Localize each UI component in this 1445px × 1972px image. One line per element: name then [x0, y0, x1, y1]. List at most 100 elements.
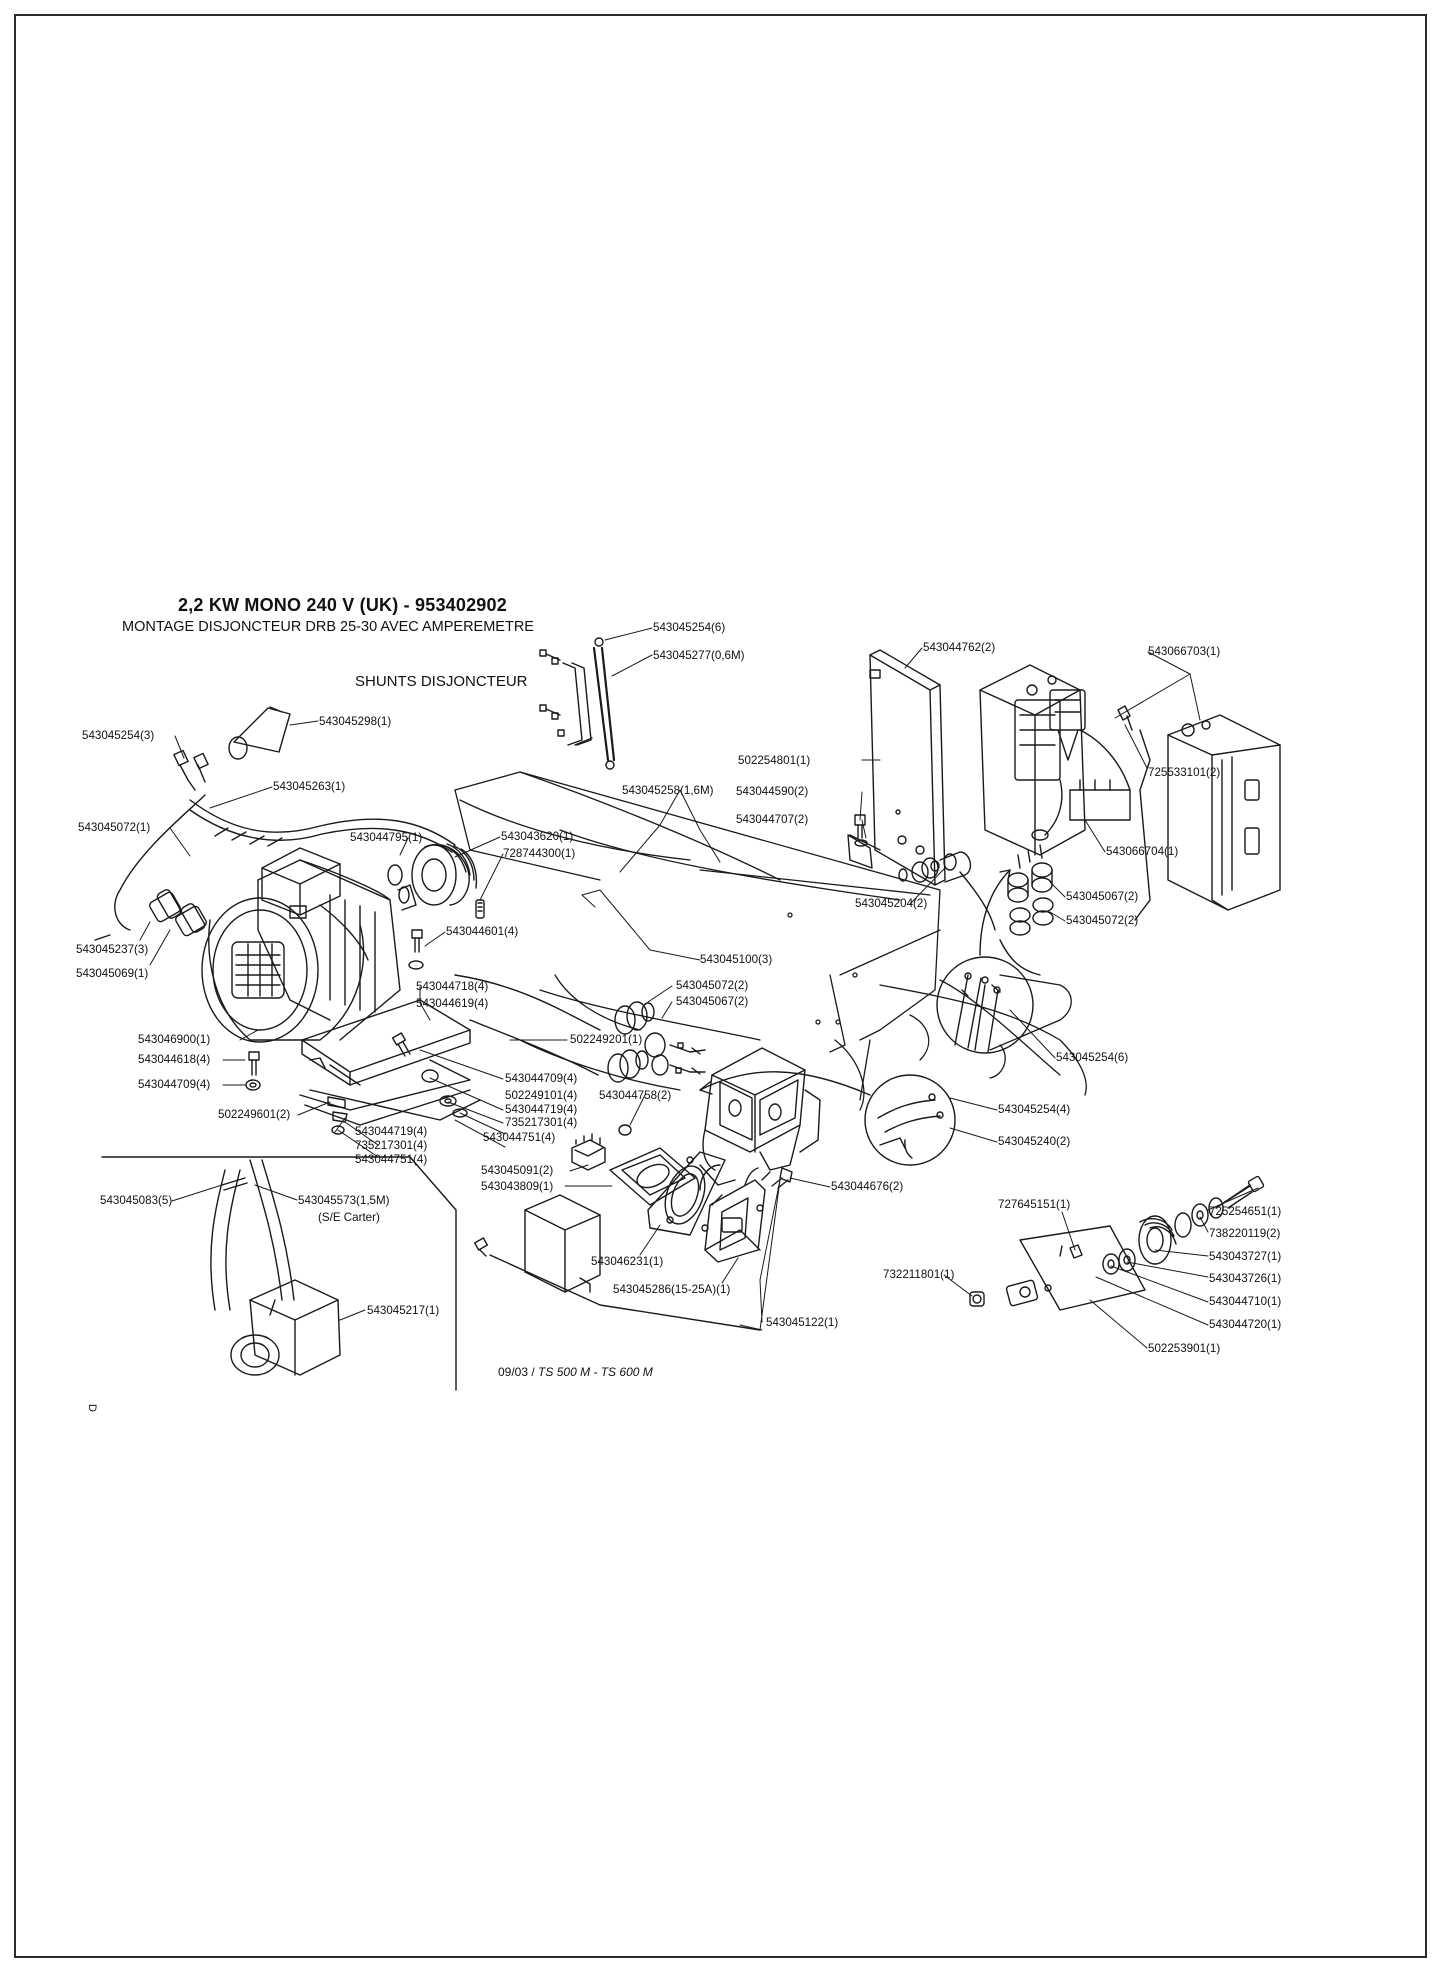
part-label: 543044676(2) [831, 1180, 904, 1193]
part-label: 543045100(3) [700, 953, 773, 966]
part-label: 543045573(1,5M) [298, 1194, 390, 1207]
part-label: 727645151(1) [998, 1198, 1071, 1211]
shunts-section-label: SHUNTS DISJONCTEUR [355, 673, 528, 690]
part-label: 543044710(1) [1209, 1295, 1282, 1308]
footer-note: 09/03 / TS 500 M - TS 600 M [498, 1365, 653, 1379]
bracket-grommets [898, 851, 996, 931]
left-cable-glands [149, 889, 207, 937]
part-label: 543045122(1) [766, 1316, 839, 1329]
part-label: 543043809(1) [481, 1180, 554, 1193]
part-label: 543044720(1) [1209, 1318, 1282, 1331]
part-label: 543044751(4) [355, 1153, 428, 1166]
circuit-breaker-base [979, 664, 1131, 856]
part-label: 543045263(1) [273, 780, 346, 793]
part-label: 725533101(2) [1148, 766, 1221, 779]
breaker-screws [869, 669, 1133, 731]
part-label: 543066704(1) [1106, 845, 1179, 858]
part-label: 543045277(0,6M) [653, 649, 745, 662]
part-label: 543043620(1) [501, 830, 574, 843]
page-title: 2,2 KW MONO 240 V (UK) - 953402902 [178, 595, 507, 615]
wire-detail-circle-upper [936, 869, 1034, 1054]
part-label: 543045067(2) [676, 995, 749, 1008]
gasket [609, 1147, 696, 1206]
wire-detail-circle-lower [699, 1071, 956, 1166]
junction-box [699, 1047, 821, 1186]
part-label: 543044719(4) [505, 1103, 578, 1116]
part-label: 543044718(4) [416, 980, 489, 993]
part-label: 732211801(1) [883, 1268, 955, 1281]
shunts-disjoncteur [539, 637, 616, 770]
part-label: 543045237(3) [76, 943, 149, 956]
part-label: 543044758(2) [599, 1089, 672, 1102]
part-label: 543045217(1) [367, 1304, 440, 1317]
part-label: 543045258(1,6M) [622, 784, 714, 797]
part-label: 543044795(1) [350, 831, 423, 844]
part-label: 543043726(1) [1209, 1272, 1282, 1285]
part-label: 502249101(4) [505, 1089, 578, 1102]
part-label: 502254801(1) [738, 754, 811, 767]
mounting-plate [647, 1151, 726, 1236]
leader-lines [139, 627, 1259, 1349]
part-label: 543045254(6) [653, 621, 726, 634]
side-letter: D [85, 1404, 98, 1412]
center-cable-glands [454, 974, 706, 1136]
part-label: 543046900(1) [138, 1033, 211, 1046]
part-label: 502249601(2) [218, 1108, 291, 1121]
part-label: 543046231(1) [591, 1255, 664, 1268]
part-label: 735217301(4) [355, 1139, 428, 1152]
motor [201, 847, 417, 1043]
part-label: 543045254(4) [998, 1103, 1071, 1116]
part-label: 543044590(2) [736, 785, 809, 798]
part-label: 543045072(2) [676, 979, 749, 992]
part-label: 543045298(1) [319, 715, 392, 728]
part-label: 502253901(1) [1148, 1342, 1221, 1355]
part-label: 543045069(1) [76, 967, 149, 980]
part-label: 543044762(2) [923, 641, 996, 654]
control-bracket-plate [847, 649, 946, 886]
part-label: 543045072(1) [78, 821, 151, 834]
terminal-block [571, 1133, 606, 1171]
part-label: 543045091(2) [481, 1164, 554, 1177]
chassis-frame [454, 771, 1087, 1111]
part-label: 543045286(15-25A)(1) [613, 1283, 731, 1296]
part-label: 738220119(2) [1209, 1227, 1281, 1240]
part-label: (S/E Carter) [318, 1211, 380, 1224]
motor-base-plate [299, 999, 481, 1126]
part-label: 543044751(4) [483, 1131, 556, 1144]
part-label: 543044601(4) [446, 925, 519, 938]
part-label: 543045254(6) [1056, 1051, 1129, 1064]
part-label: 735217301(4) [505, 1116, 578, 1129]
circuit-breaker-unit [699, 1164, 771, 1263]
part-label: 725254651(1) [1209, 1205, 1282, 1218]
right-cable-glands [999, 844, 1054, 976]
part-label: 543044619(4) [416, 997, 489, 1010]
part-label: 543045240(2) [998, 1135, 1071, 1148]
enclosure-cover [1134, 714, 1281, 921]
part-label: 543044719(4) [355, 1125, 428, 1138]
lower-screw [771, 1167, 793, 1189]
page-subtitle: MONTAGE DISJONCTEUR DRB 25-30 AVEC AMPER… [122, 619, 534, 635]
part-label: 543044709(4) [138, 1078, 211, 1091]
inset-detail [101, 1156, 457, 1391]
part-label: 543043727(1) [1209, 1250, 1282, 1263]
part-label: 543045254(3) [82, 729, 155, 742]
part-label: 728744300(1) [503, 847, 576, 860]
footer-date: 09/03 / [498, 1365, 535, 1379]
breaker-cover-plate [473, 1194, 761, 1331]
cable-assembly [94, 749, 456, 941]
plug-handle [228, 706, 291, 760]
tensioner-assembly [969, 1175, 1265, 1311]
part-label: 543044618(4) [138, 1053, 211, 1066]
part-label: 543045067(2) [1066, 890, 1139, 903]
part-label: 543044709(4) [505, 1072, 578, 1085]
part-label: 543045083(5) [100, 1194, 173, 1207]
part-label: 543045204(2) [855, 897, 928, 910]
fasteners-left [245, 929, 468, 1135]
part-label: 543066703(1) [1148, 645, 1221, 658]
motor-pulley [387, 843, 485, 919]
part-label: 543044707(2) [736, 813, 809, 826]
part-label: 543045072(2) [1066, 914, 1139, 927]
page-frame [14, 14, 1427, 1958]
part-label: 502249201(1) [570, 1033, 643, 1046]
